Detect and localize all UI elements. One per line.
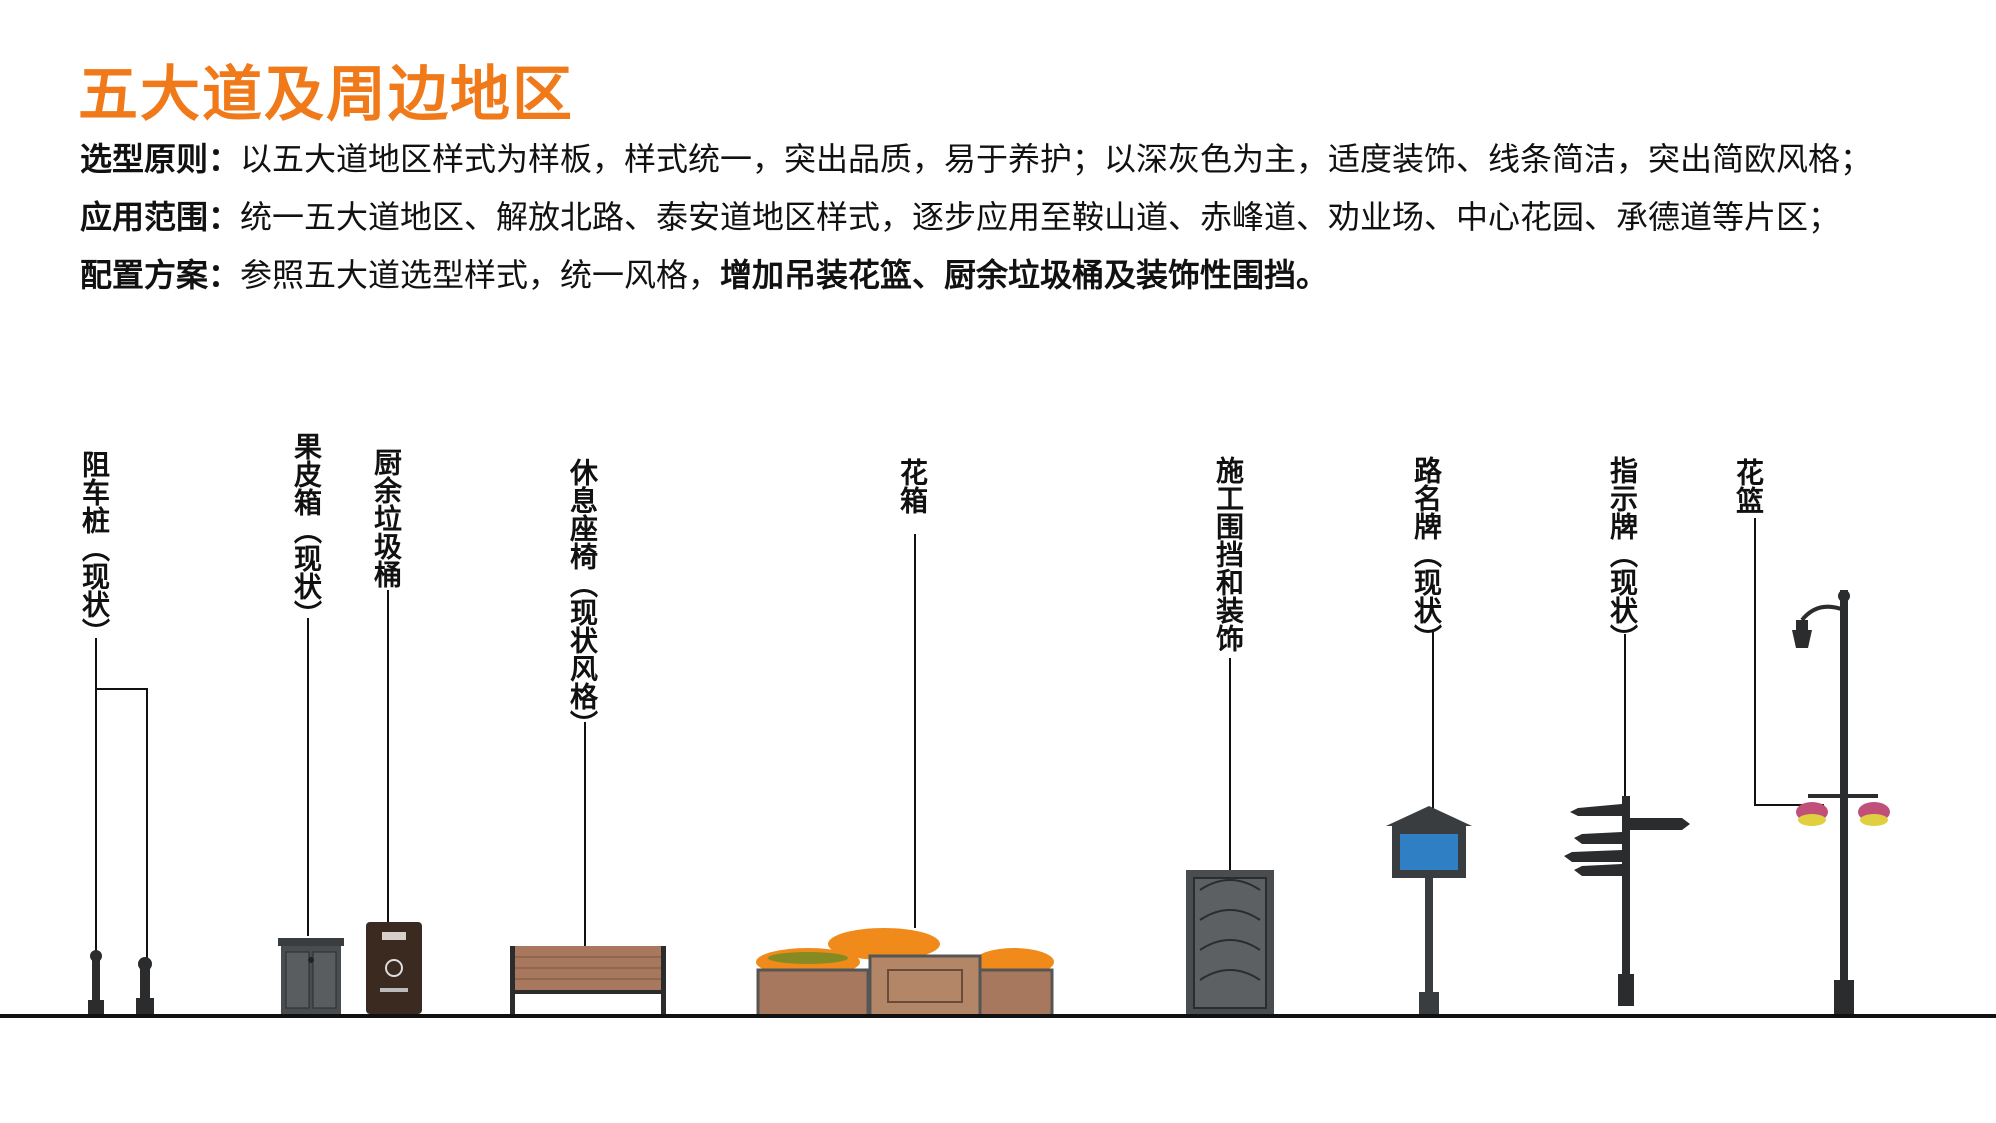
label-bench: 休息座椅（现状风格） <box>566 458 599 738</box>
scope-label: 应用范围： <box>80 198 241 236</box>
leader-bollard <box>95 638 97 958</box>
label-litter-bin: 果皮箱（现状） <box>290 432 323 628</box>
litter-bin-icon <box>278 938 344 1014</box>
street-sign-icon <box>1386 806 1472 1016</box>
plan-label: 配置方案： <box>80 256 241 294</box>
principle-line: 选型原则：以五大道地区样式为样板，样式统一，突出品质，易于养护；以深灰色为主，适… <box>80 134 1872 180</box>
label-kitchen-bin: 厨余垃圾桶 <box>370 448 403 588</box>
ground-line <box>0 1014 1996 1018</box>
leader-hoarding <box>1229 658 1231 918</box>
kitchen-waste-bin-icon <box>366 922 422 1014</box>
leader-bollard-drop <box>146 688 148 958</box>
label-bollard: 阻车桩（现状） <box>78 450 111 646</box>
label-hoarding: 施工围挡和装饰 <box>1212 456 1245 652</box>
leader-basket <box>1754 518 1756 806</box>
bollard-icon <box>88 950 154 1014</box>
scope-line: 应用范围：统一五大道地区、解放北路、泰安道地区样式，逐步应用至鞍山道、赤峰道、劝… <box>80 192 1840 238</box>
page-title: 五大道及周边地区 <box>78 60 574 130</box>
hoarding-icon <box>1186 870 1274 1016</box>
leader-direction-sign <box>1624 634 1626 804</box>
leader-litter-bin <box>307 618 309 936</box>
planter-icon <box>756 928 1054 1018</box>
leader-kitchen-bin <box>387 590 389 936</box>
scope-text: 统一五大道地区、解放北路、泰安道地区样式，逐步应用至鞍山道、赤峰道、劝业场、中心… <box>240 198 1841 236</box>
plan-line: 配置方案：参照五大道选型样式，统一风格，增加吊装花篮、厨余垃圾桶及装饰性围挡。 <box>80 250 1328 296</box>
leader-bench <box>584 722 586 958</box>
lamp-post-icon <box>1792 590 1890 1016</box>
leader-basket-branch <box>1754 804 1824 806</box>
leader-street-sign <box>1432 632 1434 842</box>
label-direction-sign: 指示牌（现状） <box>1606 456 1639 652</box>
leader-bollard-branch <box>95 688 147 690</box>
label-basket: 花篮 <box>1732 458 1765 514</box>
principle-text: 以五大道地区样式为样板，样式统一，突出品质，易于养护；以深灰色为主，适度装饰、线… <box>240 140 1873 178</box>
bench-icon <box>510 946 666 1014</box>
leader-planter <box>914 534 916 928</box>
label-street-sign: 路名牌（现状） <box>1410 456 1443 652</box>
label-planter: 花箱 <box>896 458 929 514</box>
plan-emphasis: 增加吊装花篮、厨余垃圾桶及装饰性围挡。 <box>720 256 1329 294</box>
direction-sign-icon <box>1564 796 1690 1006</box>
plan-text: 参照五大道选型样式，统一风格， <box>240 256 721 294</box>
principle-label: 选型原则： <box>80 140 241 178</box>
